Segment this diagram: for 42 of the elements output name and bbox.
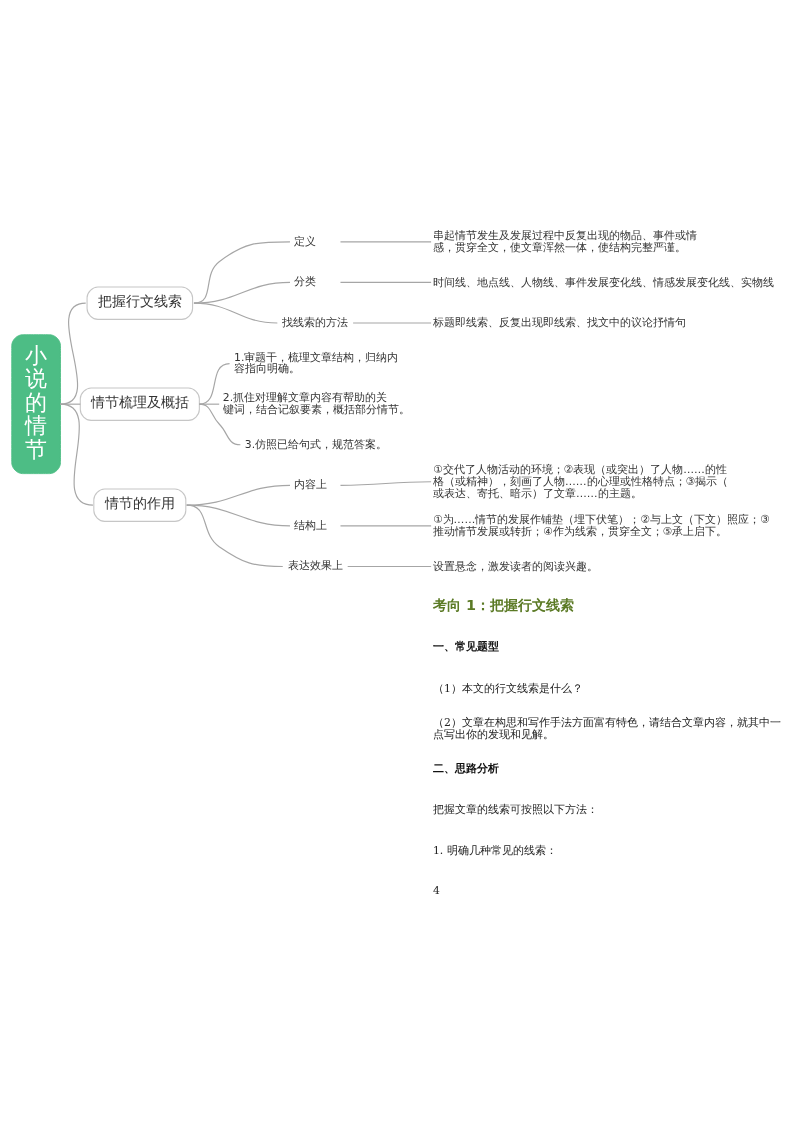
node-text: ①交代了人物活动的环境；②表现（或突出）了人物……的性格（或精神），刻画了人物……的心理或性格特点；③揭示（或表达、寄托、暗示）了文章……的主题。 <box>432 462 729 500</box>
node-text: 时间线、地点线、人物线、事件发展变化线、情感发展变化线、实物线 <box>432 275 774 289</box>
node-text: 内容上 <box>294 477 328 491</box>
connector <box>339 524 432 526</box>
connector <box>352 321 432 324</box>
connector <box>186 484 291 506</box>
connector <box>193 302 278 324</box>
node-box: 把握行文线索 <box>86 285 194 320</box>
connector <box>198 362 231 405</box>
node-box: 小说的情节 <box>11 333 61 474</box>
label: 考向 1：把握行文线索 <box>432 596 574 613</box>
node-text: 1.审题干，梳理文章结构，归纳内容指向明确。 <box>234 350 399 375</box>
connector <box>186 504 284 567</box>
label: 一、常见题型 <box>432 639 499 653</box>
connector <box>339 281 432 283</box>
label: （2）文章在构思和写作手法方面富有特色，请结合文章内容，就其中一点写出你的发现和见解。 <box>432 715 781 740</box>
connector <box>193 240 291 304</box>
node-box: 情节梳理及概括 <box>79 386 200 421</box>
node-text: 结构上 <box>294 518 328 532</box>
node-text: 标题即线索、反复出现即线索、找文中的议论抒情句 <box>432 315 686 329</box>
connector <box>59 302 87 405</box>
node-text: ①为……情节的发展作铺垫（埋下伏笔）；②与上文（下文）照应；③推动情节发展或转折；④作为线索，贯穿全文；⑤承上启下。 <box>432 512 770 538</box>
node-text: 定义 <box>294 234 317 248</box>
connector <box>339 240 432 242</box>
label: （1）本文的行文线索是什么？ <box>432 680 583 694</box>
node-box: 情节的作用 <box>93 487 187 522</box>
label: 4 <box>432 883 440 897</box>
node-text: 3.仿照已给句式，规范答案。 <box>244 437 388 451</box>
node-text: 串起情节发生及发展过程中反复出现的物品、事件或情感，贯穿全文，使文章浑然一体，使结构完整严谨。 <box>432 228 697 253</box>
node-text: 找线索的方法 <box>282 315 349 329</box>
connector <box>193 281 291 304</box>
node-text: 设置悬念，激发读者的阅读兴趣。 <box>432 559 598 573</box>
connector <box>59 403 94 506</box>
connector <box>339 480 432 486</box>
connector <box>198 403 241 445</box>
label: 二、思路分析 <box>432 761 499 775</box>
label: 1. 明确几种常见的线索： <box>432 843 557 857</box>
node-text: 分类 <box>294 274 317 288</box>
node-text: 2.抓住对理解文章内容有帮助的关键词，结合记叙要素，概括部分情节。 <box>222 390 410 416</box>
connector <box>347 565 432 567</box>
node-text: 表达效果上 <box>287 558 343 572</box>
label: 把握文章的线索可按照以下方法： <box>432 802 598 816</box>
